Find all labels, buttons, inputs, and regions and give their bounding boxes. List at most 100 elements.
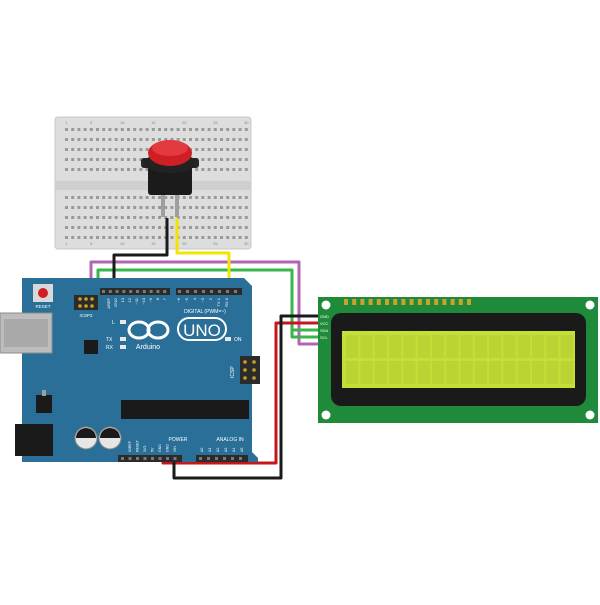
breadboard-hole: [145, 196, 149, 199]
lcd-character-cell: [374, 361, 388, 384]
breadboard-hole: [238, 158, 242, 161]
breadboard-hole: [120, 236, 124, 239]
breadboard-hole: [201, 216, 205, 219]
breadboard-hole: [120, 148, 124, 151]
power-pin-label: 5V: [151, 447, 155, 452]
lcd-character-cell: [346, 361, 359, 384]
breadboard-hole: [89, 206, 93, 209]
breadboard-hole: [77, 206, 81, 209]
breadboard-hole: [145, 168, 149, 171]
breadboard-hole: [77, 148, 81, 151]
lcd-pin-label: SCL: [320, 335, 329, 340]
breadboard-hole: [114, 148, 118, 151]
breadboard-hole: [65, 226, 68, 229]
breadboard-hole: [139, 168, 143, 171]
digital-label: DIGITAL (PWM=~): [184, 309, 226, 315]
breadboard-hole: [96, 138, 99, 141]
led-rx-label: RX: [106, 345, 114, 351]
breadboard-hole: [213, 206, 217, 209]
breadboard-hole: [226, 168, 230, 171]
lcd-character-cell: [431, 361, 445, 384]
breadboard-hole: [120, 128, 124, 131]
breadboard-hole: [151, 216, 155, 219]
breadboard-hole: [108, 148, 112, 151]
usb-chip: [84, 340, 98, 354]
lcd-character-cell: [560, 335, 573, 358]
analog-label: ANALOG IN: [216, 437, 244, 443]
breadboard-hole: [89, 128, 93, 131]
lcd-character-cell: [517, 335, 531, 358]
lcd-pin: [426, 299, 430, 305]
lcd-character-cell: [417, 335, 430, 358]
breadboard-hole: [127, 216, 130, 219]
breadboard-hole: [201, 128, 205, 131]
icsp-header: [240, 356, 260, 384]
breadboard-hole: [195, 128, 199, 131]
breadboard-hole: [207, 196, 211, 199]
digital-pin-label: ~6: [176, 297, 181, 302]
lcd-top-pin-header: [344, 299, 471, 305]
breadboard-hole: [238, 138, 242, 141]
breadboard-hole: [232, 128, 236, 131]
analog-pins: [199, 457, 242, 460]
breadboard-hole: [232, 196, 236, 199]
analog-pin-label: A5: [240, 448, 244, 452]
breadboard-column-number: 10: [120, 241, 125, 246]
breadboard-hole: [83, 138, 87, 141]
digital-pin-label: 13: [120, 297, 125, 302]
header-pin: [223, 457, 226, 460]
breadboard-hole: [127, 128, 130, 131]
breadboard-hole: [83, 236, 87, 239]
lcd-character-cell: [546, 361, 559, 384]
breadboard-hole: [114, 226, 118, 229]
header-pin: [136, 290, 139, 293]
breadboard-hole: [151, 206, 155, 209]
header-pin: [151, 457, 154, 460]
breadboard-hole: [102, 206, 106, 209]
breadboard-hole: [220, 128, 223, 131]
power-pin-label: 3V3: [143, 446, 147, 452]
breadboard-hole: [195, 236, 199, 239]
header-pin: [122, 290, 126, 293]
lcd-character-cell: [360, 361, 373, 384]
breadboard-hole: [189, 138, 192, 141]
lcd-pin: [442, 299, 447, 305]
breadboard-hole: [102, 196, 106, 199]
breadboard-hole: [89, 138, 93, 141]
breadboard-hole: [114, 158, 118, 161]
breadboard-hole: [127, 196, 130, 199]
breadboard-hole: [71, 196, 75, 199]
breadboard-hole: [151, 226, 155, 229]
breadboard-hole: [120, 226, 124, 229]
breadboard-hole: [102, 168, 106, 171]
breadboard-hole: [244, 128, 248, 131]
breadboard-hole: [220, 206, 223, 209]
breadboard-hole: [65, 148, 68, 151]
breadboard-hole: [182, 206, 186, 209]
power-pins: [121, 457, 177, 460]
lcd-pin: [376, 299, 381, 305]
voltage-regulator: [36, 395, 52, 413]
breadboard-hole: [89, 226, 93, 229]
lcd-character-cell: [503, 361, 516, 384]
icsp2-header: [74, 295, 98, 310]
breadboard-hole: [213, 158, 217, 161]
digital-pin-label: AREF: [106, 297, 111, 308]
breadboard-hole: [189, 196, 192, 199]
header-pin: [158, 457, 162, 460]
breadboard-hole: [189, 128, 192, 131]
digital-pin-label: 12: [127, 297, 132, 302]
breadboard-column-number: 20: [182, 120, 187, 125]
breadboard-hole: [238, 216, 242, 219]
digital-pin-label: ~5: [184, 297, 189, 302]
breadboard-hole: [213, 226, 217, 229]
breadboard-hole: [108, 128, 112, 131]
breadboard-hole: [89, 236, 93, 239]
lcd-pin: [360, 299, 365, 305]
power-jack: [15, 424, 53, 456]
lcd-pin: [393, 299, 398, 305]
breadboard-hole: [213, 128, 217, 131]
breadboard-hole: [164, 216, 168, 219]
breadboard-hole: [102, 216, 106, 219]
breadboard-hole: [133, 168, 137, 171]
